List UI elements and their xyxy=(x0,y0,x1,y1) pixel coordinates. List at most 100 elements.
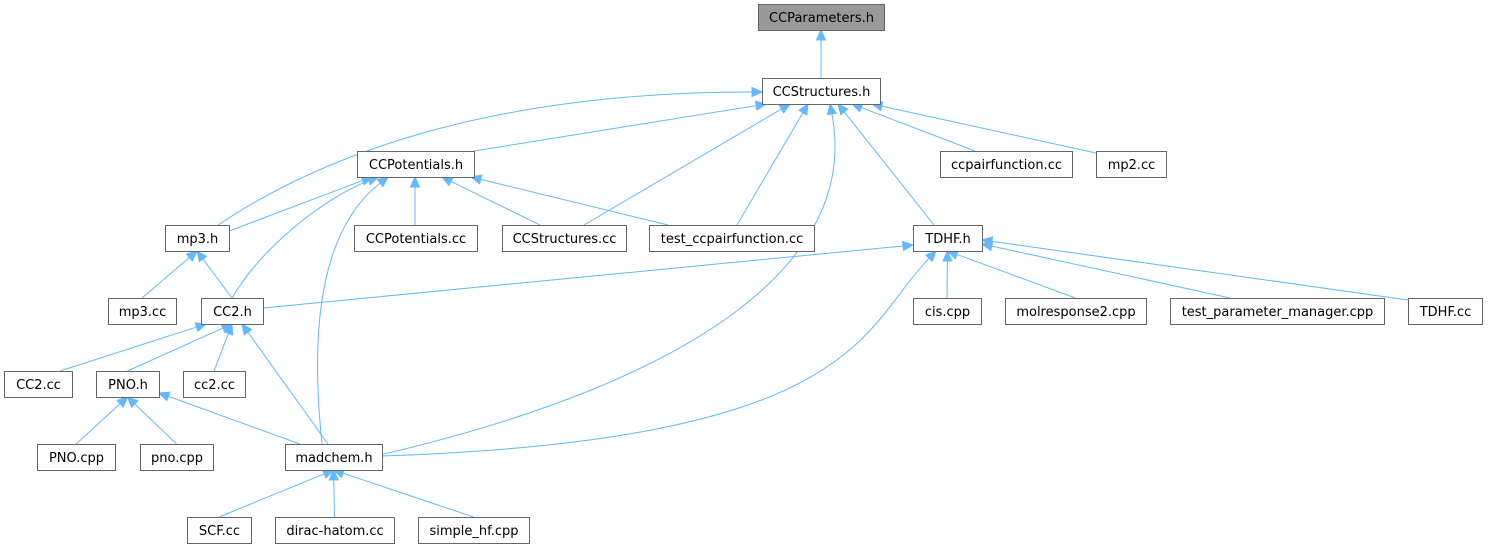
edge-simple-hf-cpp-to-madchem-h xyxy=(332,468,474,518)
node-label: CCPotentials.h xyxy=(369,158,463,173)
node-box xyxy=(1170,298,1385,325)
node-label: dirac-hatom.cc xyxy=(286,524,383,539)
node-label: CC2.cc xyxy=(16,378,61,393)
node-madchem-h[interactable]: madchem.h xyxy=(285,444,383,471)
nodes-layer: CCParameters.hCCStructures.hCCPotentials… xyxy=(4,4,1483,544)
node-box xyxy=(758,4,885,31)
node-box xyxy=(37,444,116,471)
edge-cc2-cc-lower-to-cc2-h xyxy=(213,322,234,372)
edge-cis-cpp-to-tdhf-h xyxy=(942,249,953,299)
node-mp3-cc[interactable]: mp3.cc xyxy=(108,298,177,325)
node-box xyxy=(140,444,214,471)
node-box xyxy=(275,517,395,544)
node-ccstructures-cc[interactable]: CCStructures.cc xyxy=(502,225,627,252)
node-ccparameters[interactable]: CCParameters.h xyxy=(758,4,885,31)
node-box xyxy=(1096,151,1167,178)
node-mp3-h[interactable]: mp3.h xyxy=(165,225,230,252)
edge-mp3-h-to-ccstructures-h xyxy=(217,86,764,226)
node-box xyxy=(762,78,881,105)
node-label: PNO.cpp xyxy=(49,451,104,466)
node-label: mp2.cc xyxy=(1108,158,1156,173)
edge-mp2-cc-to-ccstructures-h xyxy=(870,101,1097,154)
node-box xyxy=(108,298,177,325)
node-pno-cpp-upper[interactable]: PNO.cpp xyxy=(37,444,116,471)
node-label: test_ccpairfunction.cc xyxy=(661,232,803,247)
node-box xyxy=(649,225,815,252)
node-label: molresponse2.cpp xyxy=(1016,305,1135,320)
edge-madchem-h-to-cc2-h xyxy=(241,323,329,445)
edge-mp3-h-to-ccpotentials-h xyxy=(228,175,374,232)
node-cc2-cc-lower[interactable]: cc2.cc xyxy=(183,371,246,398)
node-tdhf-cc[interactable]: TDHF.cc xyxy=(1408,298,1483,325)
node-box xyxy=(418,517,530,544)
node-label: CC2.h xyxy=(213,305,252,320)
node-label: CCStructures.h xyxy=(773,85,871,100)
edge-scf-cc-to-madchem-h xyxy=(218,469,335,518)
node-dirac-hatom-cc[interactable]: dirac-hatom.cc xyxy=(275,517,395,544)
node-label: simple_hf.cpp xyxy=(429,524,518,539)
edge-cc2-cc-upper-to-cc2-h xyxy=(59,322,208,372)
node-molresponse2-cpp[interactable]: molresponse2.cpp xyxy=(1005,298,1147,325)
node-label: test_parameter_manager.cpp xyxy=(1182,305,1374,320)
edge-madchem-h-to-tdhf-h xyxy=(381,250,937,457)
node-box xyxy=(96,371,160,398)
node-box xyxy=(1408,298,1483,325)
node-ccpotentials-cc[interactable]: CCPotentials.cc xyxy=(354,225,478,252)
edge-pno-cpp-lower-to-pno-h xyxy=(126,396,177,445)
node-ccpotentials-h[interactable]: CCPotentials.h xyxy=(357,151,475,178)
node-box xyxy=(502,225,627,252)
edge-test-ccpairfunction-cc-to-ccpotentials-h xyxy=(469,174,669,226)
edge-tdhf-cc-to-tdhf-h xyxy=(980,236,1409,301)
node-tdhf-h[interactable]: TDHF.h xyxy=(913,225,983,252)
edge-ccpairfunction-cc-to-ccstructures-h xyxy=(850,102,976,152)
node-label: pno.cpp xyxy=(151,451,203,466)
edge-molresponse2-cpp-to-tdhf-h xyxy=(946,249,1076,299)
node-cis-cpp[interactable]: cis.cpp xyxy=(913,298,982,325)
node-box xyxy=(165,225,230,252)
node-box xyxy=(187,517,252,544)
node-box xyxy=(285,444,383,471)
node-label: CCPotentials.cc xyxy=(366,232,466,247)
node-cc2-h[interactable]: CC2.h xyxy=(201,298,264,325)
node-ccstructures-h[interactable]: CCStructures.h xyxy=(762,78,881,105)
node-label: TDHF.h xyxy=(924,232,971,247)
node-label: cc2.cc xyxy=(194,378,235,393)
node-box xyxy=(940,151,1073,178)
edge-cc2-h-to-tdhf-h xyxy=(262,240,915,309)
node-label: CCStructures.cc xyxy=(513,232,617,247)
node-box xyxy=(183,371,246,398)
node-label: mp3.h xyxy=(177,232,219,247)
node-mp2-cc[interactable]: mp2.cc xyxy=(1096,151,1167,178)
node-label: ccpairfunction.cc xyxy=(951,158,1062,173)
node-box xyxy=(913,298,982,325)
node-pno-cpp-lower[interactable]: pno.cpp xyxy=(140,444,214,471)
edge-cc2-h-to-mp3-h xyxy=(196,250,233,299)
node-ccpairfunction-cc[interactable]: ccpairfunction.cc xyxy=(940,151,1073,178)
node-test-parameter-manager-cpp[interactable]: test_parameter_manager.cpp xyxy=(1170,298,1385,325)
node-box xyxy=(201,298,264,325)
node-cc2-cc-upper[interactable]: CC2.cc xyxy=(4,371,73,398)
edge-madchem-h-to-pno-h xyxy=(157,391,301,445)
edge-pno-cpp-upper-to-pno-h xyxy=(75,396,129,445)
node-scf-cc[interactable]: SCF.cc xyxy=(187,517,252,544)
node-box xyxy=(913,225,983,252)
node-test-ccpairfunction-cc[interactable]: test_ccpairfunction.cc xyxy=(649,225,815,252)
node-pno-h[interactable]: PNO.h xyxy=(96,371,160,398)
node-box xyxy=(4,371,73,398)
node-box xyxy=(1005,298,1147,325)
edge-madchem-h-to-ccpotentials-h xyxy=(317,176,389,445)
edge-ccpotentials-cc-to-ccpotentials-h xyxy=(409,175,421,225)
node-box xyxy=(354,225,478,252)
node-label: CCParameters.h xyxy=(769,11,874,26)
edge-ccstructures-cc-to-ccpotentials-h xyxy=(440,176,541,226)
edge-ccstructures-cc-to-ccstructures-h xyxy=(583,103,792,226)
edge-tdhf-h-to-ccstructures-h xyxy=(837,103,935,226)
edge-madchem-h-to-ccstructures-h xyxy=(379,102,838,456)
node-simple-hf-cpp[interactable]: simple_hf.cpp xyxy=(418,517,530,544)
node-label: madchem.h xyxy=(295,451,372,466)
edges-layer xyxy=(59,28,1409,518)
edge-mp3-cc-to-mp3-h xyxy=(141,250,198,299)
edge-ccstructures-h-to-ccparameters xyxy=(815,28,827,78)
edge-dirac-hatom-cc-to-madchem-h xyxy=(328,468,339,518)
